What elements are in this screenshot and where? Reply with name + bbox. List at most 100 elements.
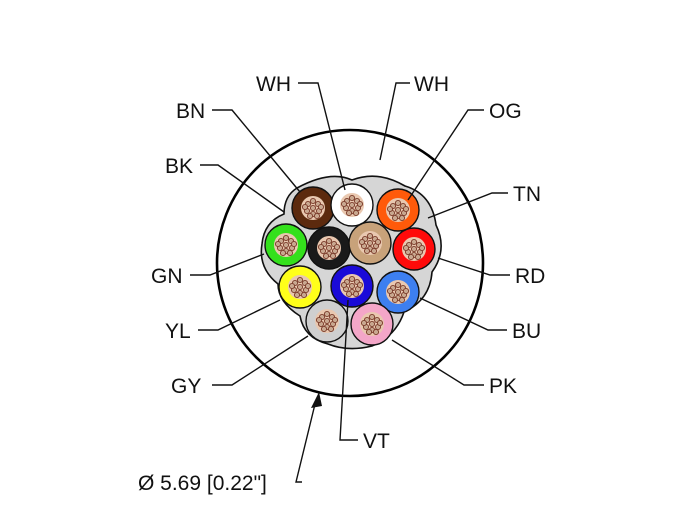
leader-bn (212, 109, 301, 193)
conductor-strand (358, 238, 366, 246)
leader-lines (190, 82, 510, 483)
label-wh-left: WH (256, 73, 291, 96)
conductor-strand (304, 282, 312, 290)
conductor-strand (402, 205, 410, 213)
label-rd: RD (515, 265, 545, 288)
conductor-strand (345, 290, 353, 298)
conductor-strand (322, 252, 330, 260)
leader-pk (391, 339, 484, 386)
conductors-group (264, 183, 436, 346)
conductor-strand (340, 200, 348, 208)
conductor-strand (296, 283, 304, 291)
conductor-bu (376, 270, 420, 314)
leader-bk (200, 164, 285, 213)
label-og: OG (489, 100, 522, 123)
conductor-strand (365, 328, 373, 336)
conductor-strand (301, 203, 309, 211)
conductor-strand (352, 209, 360, 217)
conductor-bk (307, 226, 351, 270)
label-yl: YL (165, 320, 191, 343)
conductor-strand (402, 287, 410, 295)
conductor-strand (398, 214, 406, 222)
conductor-strand (300, 291, 308, 299)
diameter-arrowhead (311, 392, 322, 408)
conductor-strand (290, 240, 298, 248)
conductor-strand (391, 296, 399, 304)
conductor-strand (418, 244, 426, 252)
conductor-strand (402, 244, 410, 252)
conductor-strand (296, 276, 304, 284)
conductor-strand (293, 291, 301, 299)
conductor-vt (330, 264, 374, 308)
conductor-strand (394, 199, 402, 207)
conductor-strand (323, 317, 331, 325)
leader-bu (419, 297, 507, 331)
conductor-strand (394, 281, 402, 289)
label-vt: VT (363, 430, 390, 453)
conductor-strand (340, 281, 348, 289)
conductor-strand (386, 287, 394, 295)
conductor-strand (306, 212, 314, 220)
conductor-strand (282, 234, 290, 242)
leader-diameter (295, 399, 317, 483)
conductor-strand (407, 253, 415, 261)
conductor-strand (323, 310, 331, 318)
conductor-strand (374, 238, 382, 246)
conductor-wh (330, 183, 374, 227)
label-diameter: Ø 5.69 [0.22"] (138, 472, 267, 495)
conductor-strand (348, 275, 356, 283)
label-gn: GN (151, 265, 183, 288)
conductor-strand (317, 203, 325, 211)
conductor-bn (291, 186, 335, 230)
conductor-tn (348, 221, 392, 265)
conductor-strand (348, 282, 356, 290)
labels: WH WH BN OG BK TN GN RD YL BU GY PK VT Ø… (138, 73, 545, 495)
conductor-strand (317, 243, 325, 251)
conductor-strand (329, 252, 337, 260)
leader-yl (198, 299, 281, 331)
label-gy: GY (171, 375, 201, 398)
conductor-strand (320, 325, 328, 333)
conductor-strand (274, 240, 282, 248)
conductor-strand (366, 239, 374, 247)
conductor-strand (356, 281, 364, 289)
conductor-strand (352, 290, 360, 298)
leader-gy (212, 335, 309, 386)
conductor-strand (398, 296, 406, 304)
conductor-strand (327, 325, 335, 333)
conductor-strand (372, 328, 380, 336)
conductor-strand (348, 194, 356, 202)
label-wh-right: WH (414, 73, 449, 96)
conductor-strand (391, 214, 399, 222)
conductor-rd (392, 227, 436, 271)
label-tn: TN (513, 183, 541, 206)
conductor-og (376, 188, 420, 232)
leader-rd (437, 257, 510, 276)
conductor-strand (410, 238, 418, 246)
conductor-strand (368, 320, 376, 328)
conductor-strand (345, 209, 353, 217)
leader-wh-right (379, 82, 410, 161)
conductor-strand (286, 249, 294, 257)
leader-og (407, 109, 484, 201)
conductor-strand (414, 253, 422, 261)
conductor-strand (394, 288, 402, 296)
conductor-strand (325, 244, 333, 252)
leader-gn (190, 253, 265, 276)
conductor-strand (348, 201, 356, 209)
conductor-gn (264, 223, 308, 267)
label-bn: BN (176, 100, 205, 123)
conductor-strand (376, 319, 384, 327)
conductor-strand (363, 247, 371, 255)
label-pk: PK (489, 375, 517, 398)
conductor-strand (370, 247, 378, 255)
conductor-strand (325, 237, 333, 245)
conductor-strand (331, 316, 339, 324)
conductor-strand (360, 319, 368, 327)
conductor-strand (368, 313, 376, 321)
conductor-strand (394, 206, 402, 214)
conductor-strand (313, 212, 321, 220)
conductor-strand (366, 232, 374, 240)
conductor-pk (350, 302, 394, 346)
